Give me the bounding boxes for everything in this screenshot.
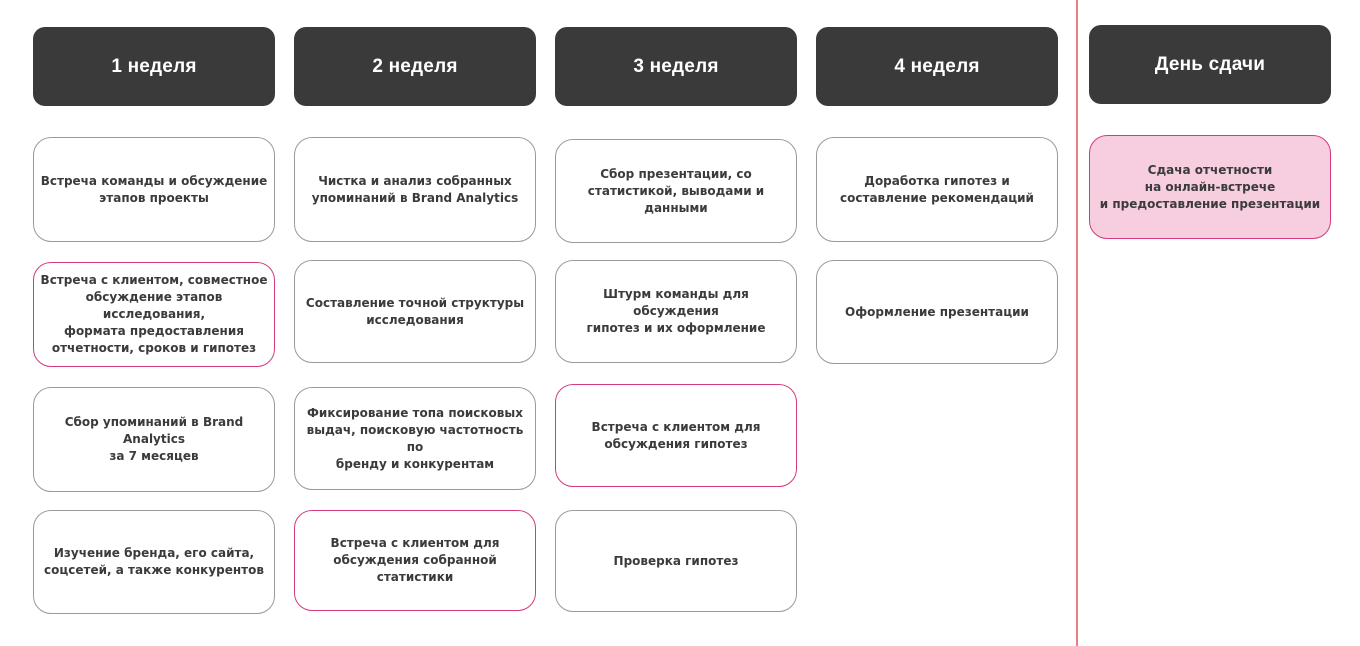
delivery-day-header: День сдачи [1089, 25, 1331, 104]
week-1-task-4: Изучение бренда, его сайта,соцсетей, а т… [33, 510, 275, 614]
week-3-task-4: Проверка гипотез [555, 510, 797, 612]
week-4-header: 4 неделя [816, 27, 1058, 106]
week-3-header: 3 неделя [555, 27, 797, 106]
week-2-header: 2 неделя [294, 27, 536, 106]
delivery-divider [1076, 0, 1078, 646]
week-1-header: 1 неделя [33, 27, 275, 106]
week-4-task-2: Оформление презентации [816, 260, 1058, 364]
